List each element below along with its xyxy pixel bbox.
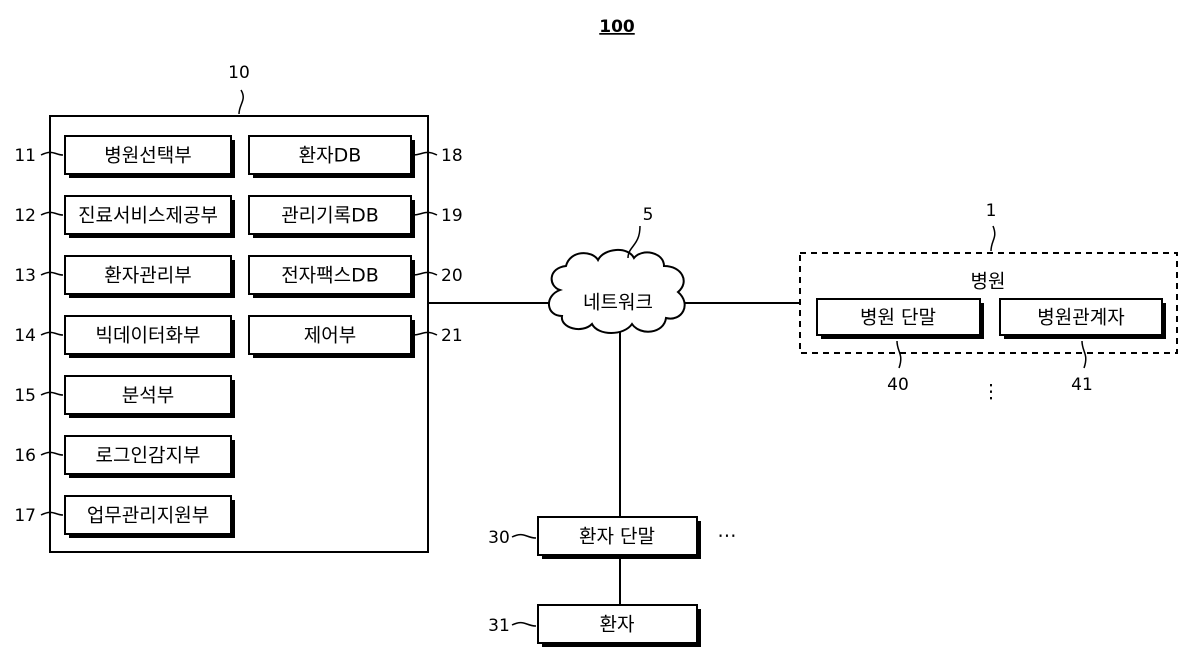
module-label: 분석부: [122, 385, 174, 407]
module-label: 업무관리지원부: [87, 505, 209, 527]
hospital-terminal-ref: 40: [887, 375, 909, 395]
hospital-label: 병원: [971, 271, 1006, 293]
module-label: 제어부: [304, 325, 356, 347]
module-leader-line: [41, 212, 63, 215]
hospital-ellipsis: ⋮: [982, 381, 1001, 403]
module-left-1: 병원선택부 11: [14, 136, 235, 178]
hospital-ref: 1: [986, 201, 997, 221]
module-label: 진료서비스제공부: [78, 205, 218, 227]
figure-number: 100: [599, 17, 635, 37]
patient-terminal: 환자 단말 30 ⋯: [488, 517, 736, 559]
patient-terminal-ellipsis: ⋯: [718, 525, 737, 547]
module-ref: 16: [14, 446, 36, 466]
module-right-2: 관리기록DB 19: [249, 196, 463, 238]
module-ref: 17: [14, 506, 36, 526]
module-leader-line: [413, 272, 437, 275]
hospital-terminal-leader: [897, 341, 901, 368]
module-left-4: 빅데이터화부 14: [14, 316, 235, 358]
server-ref: 10: [228, 63, 250, 83]
module-leader-line: [41, 332, 63, 335]
network-cloud: 네트워크 5: [549, 205, 685, 333]
module-label: 전자팩스DB: [281, 265, 379, 287]
module-left-2: 진료서비스제공부 12: [14, 196, 235, 238]
module-label: 환자DB: [299, 145, 362, 167]
module-right-4: 제어부 21: [249, 316, 463, 358]
module-label: 빅데이터화부: [96, 325, 201, 347]
patient-terminal-ref: 30: [488, 528, 510, 548]
right-module-column: 환자DB 18 관리기록DB 19 전자팩스DB 20 제어부 21: [249, 136, 463, 358]
module-label: 로그인감지부: [96, 445, 201, 467]
module-ref: 18: [441, 146, 463, 166]
hospital-staff-ref: 41: [1071, 375, 1093, 395]
module-leader-line: [41, 512, 63, 515]
left-module-column: 병원선택부 11 진료서비스제공부 12 환자관리부 13 빅데이터화부 14 분석부 15 로그인…: [14, 136, 235, 538]
hospital-leader-line: [991, 226, 995, 251]
patient-leader: [512, 623, 536, 626]
module-ref: 11: [14, 146, 36, 166]
module-right-1: 환자DB 18: [249, 136, 463, 178]
module-label: 환자관리부: [104, 265, 191, 287]
patient-ref: 31: [488, 616, 510, 636]
hospital-group: 병원 1 병원 단말 40 병원관계자 41: [800, 201, 1177, 395]
module-label: 관리기록DB: [281, 205, 379, 227]
server-leader-line: [239, 90, 243, 114]
module-leader-line: [413, 152, 437, 155]
module-ref: 13: [14, 266, 36, 286]
patient: 환자 31: [488, 605, 701, 647]
module-right-3: 전자팩스DB 20: [249, 256, 463, 298]
hospital-terminal-label: 병원 단말: [860, 307, 936, 329]
module-left-7: 업무관리지원부 17: [14, 496, 235, 538]
module-leader-line: [41, 272, 63, 275]
module-ref: 12: [14, 206, 36, 226]
module-left-6: 로그인감지부 16: [14, 436, 235, 478]
module-ref: 19: [441, 206, 463, 226]
module-leader-line: [41, 452, 63, 455]
module-label: 병원선택부: [104, 145, 191, 167]
module-leader-line: [41, 392, 63, 395]
patient-terminal-leader: [512, 535, 536, 538]
module-leader-line: [413, 212, 437, 215]
patient-terminal-label: 환자 단말: [579, 526, 655, 548]
module-ref: 21: [441, 326, 463, 346]
module-leader-line: [413, 332, 437, 335]
network-ref: 5: [643, 205, 654, 225]
module-leader-line: [41, 152, 63, 155]
module-ref: 15: [14, 386, 36, 406]
module-ref: 20: [441, 266, 463, 286]
network-label: 네트워크: [583, 292, 653, 314]
module-left-3: 환자관리부 13: [14, 256, 235, 298]
hospital-staff-label: 병원관계자: [1037, 307, 1124, 329]
hospital-staff-leader: [1082, 341, 1086, 368]
module-left-5: 분석부 15: [14, 376, 235, 418]
patient-label: 환자: [600, 614, 635, 636]
module-ref: 14: [14, 326, 36, 346]
